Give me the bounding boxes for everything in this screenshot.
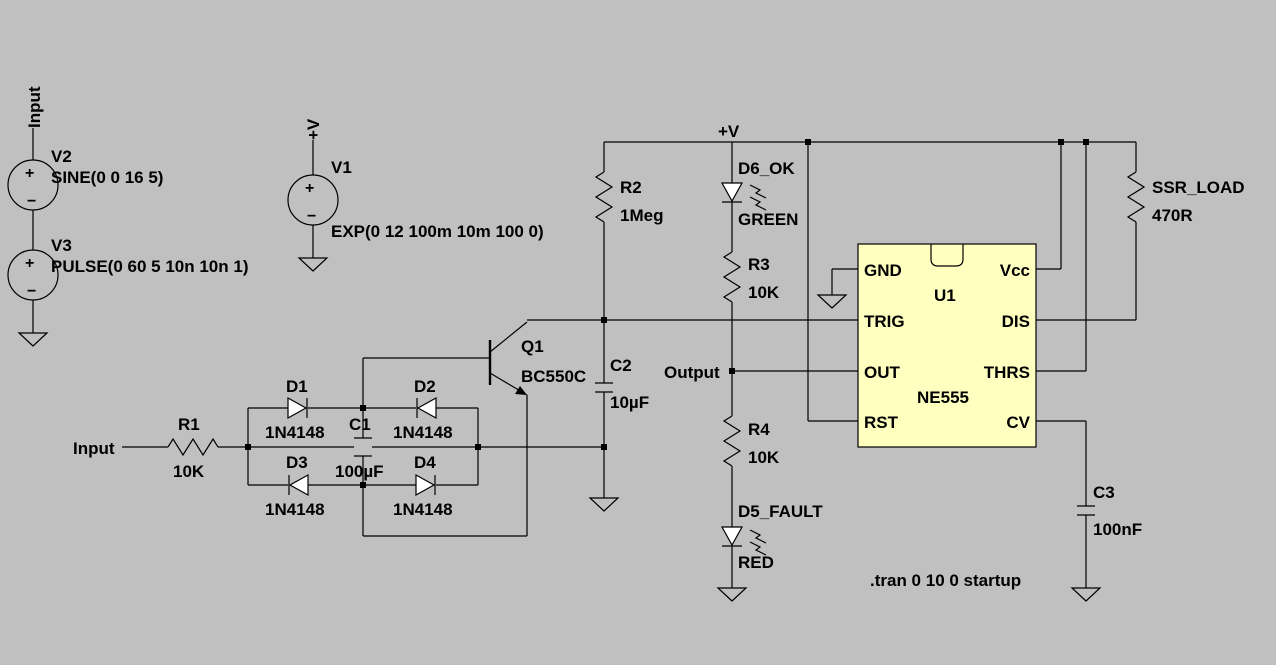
ground-icon: [297, 257, 329, 272]
r4-value: 10K: [748, 448, 780, 467]
c2-value: 10µF: [610, 393, 649, 412]
d5-name: D5_FAULT: [738, 502, 823, 521]
v3-source[interactable]: + −: [7, 249, 59, 301]
v1-name: V1: [331, 158, 352, 177]
v2-name: V2: [51, 147, 72, 166]
pin-trig-label: TRIG: [864, 312, 905, 331]
d3-diode[interactable]: [288, 473, 309, 497]
d2-value: 1N4148: [393, 423, 453, 442]
v2-value: SINE(0 0 16 5): [51, 168, 163, 187]
v1-value: EXP(0 12 100m 10m 100 0): [331, 222, 544, 241]
d6-value: GREEN: [738, 210, 798, 229]
c1-name: C1: [349, 415, 371, 434]
pin-gnd-label: GND: [864, 261, 902, 280]
wires-ne555: [604, 142, 1136, 588]
input-net-label-left: Input: [73, 439, 115, 458]
ssr-load-resistor[interactable]: [1126, 171, 1146, 223]
d3-value: 1N4148: [265, 500, 325, 519]
minus-icon: −: [307, 208, 316, 225]
c1-value: 100µF: [335, 462, 384, 481]
c1-capacitor[interactable]: [354, 437, 372, 457]
d4-name: D4: [414, 453, 436, 472]
junction-dots: [245, 139, 1089, 488]
d3-name: D3: [286, 453, 308, 472]
pin-dis-label: DIS: [1002, 312, 1030, 331]
r1-name: R1: [178, 415, 200, 434]
d1-diode[interactable]: [287, 396, 308, 420]
d5-value: RED: [738, 553, 774, 572]
r3-name: R3: [748, 255, 770, 274]
pin-out-label: OUT: [864, 363, 901, 382]
pin-vcc-label: Vcc: [1000, 261, 1030, 280]
c3-value: 100nF: [1093, 520, 1142, 539]
ssr-value: 470R: [1152, 206, 1193, 225]
v2-source[interactable]: + −: [7, 159, 59, 211]
d1-value: 1N4148: [265, 423, 325, 442]
pin-thrs-label: THRS: [984, 363, 1030, 382]
minus-icon: −: [27, 193, 36, 210]
plus-icon: +: [25, 165, 34, 182]
ground-icon: [716, 587, 748, 602]
v3-value: PULSE(0 60 5 10n 10n 1): [51, 257, 248, 276]
input-net-label-vertical: Input: [25, 86, 44, 128]
vplus-label-top: +V: [718, 122, 740, 141]
q1-name: Q1: [521, 337, 544, 356]
pin-rst-label: RST: [864, 413, 899, 432]
ground-icon: [588, 497, 620, 512]
r2-value: 1Meg: [620, 206, 663, 225]
r3-value: 10K: [748, 283, 780, 302]
r2-name: R2: [620, 178, 642, 197]
d6-led[interactable]: [720, 182, 767, 211]
c2-name: C2: [610, 356, 632, 375]
ground-icon: [816, 294, 848, 309]
d2-diode[interactable]: [416, 396, 437, 420]
v1-source[interactable]: + −: [287, 174, 339, 226]
r4-name: R4: [748, 420, 770, 439]
d5-led[interactable]: [720, 526, 767, 556]
r1-value: 10K: [173, 462, 205, 481]
d4-value: 1N4148: [393, 500, 453, 519]
c3-capacitor[interactable]: [1077, 505, 1095, 516]
minus-icon: −: [27, 283, 36, 300]
d2-name: D2: [414, 377, 436, 396]
pin-cv-label: CV: [1006, 413, 1030, 432]
ground-icon: [17, 332, 49, 347]
tran-directive[interactable]: .tran 0 10 0 startup: [870, 571, 1021, 590]
q1-transistor[interactable]: [488, 321, 528, 396]
r1-resistor[interactable]: [167, 437, 219, 457]
d6-name: D6_OK: [738, 159, 795, 178]
r2-resistor[interactable]: [594, 171, 614, 223]
ssr-name: SSR_LOAD: [1152, 178, 1245, 197]
q1-value: BC550C: [521, 367, 586, 386]
r3-resistor[interactable]: [722, 251, 742, 303]
c3-name: C3: [1093, 483, 1115, 502]
d4-diode[interactable]: [415, 473, 436, 497]
c2-capacitor[interactable]: [595, 382, 613, 393]
ne555-ic[interactable]: [857, 243, 1037, 448]
v3-name: V3: [51, 236, 72, 255]
u1-name: U1: [934, 286, 956, 305]
output-net-label: Output: [664, 363, 720, 382]
vplus-label-v1: +V: [304, 118, 323, 140]
d1-name: D1: [286, 377, 308, 396]
plus-icon: +: [25, 255, 34, 272]
ground-icon: [1070, 587, 1102, 602]
u1-part: NE555: [917, 388, 969, 407]
r4-resistor[interactable]: [722, 415, 742, 467]
plus-icon: +: [305, 180, 314, 197]
